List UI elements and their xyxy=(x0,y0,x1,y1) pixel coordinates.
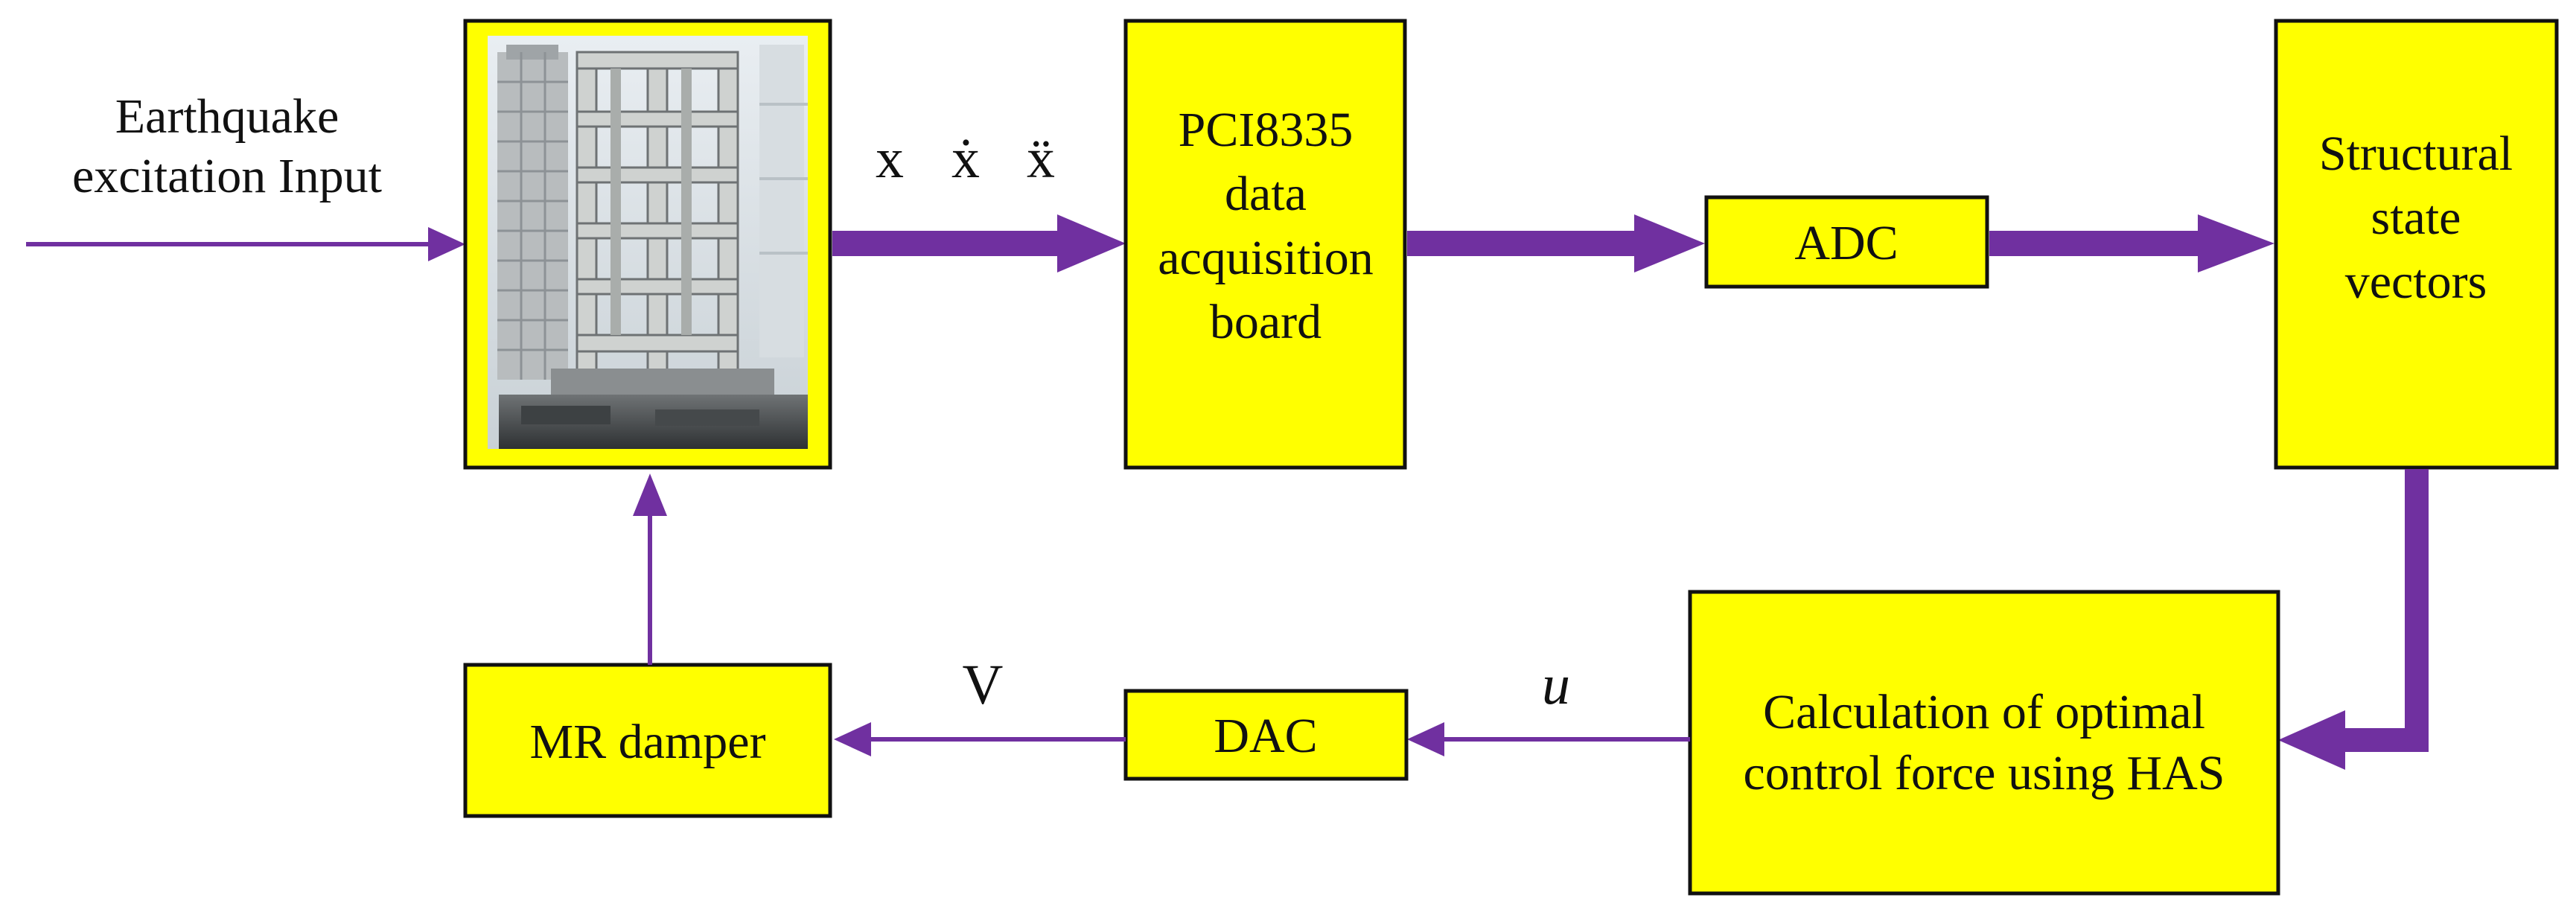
arrow-dac-to-mr xyxy=(834,722,1126,756)
control-signal-label: u xyxy=(1542,654,1570,716)
state-line2: state xyxy=(2371,191,2461,245)
state-signals-label: x ẋ ẍ xyxy=(876,127,1055,190)
calc-line2: control force using HAS xyxy=(1743,746,2225,800)
arrow-structure-to-pci xyxy=(832,214,1126,272)
arrow-mr-to-structure xyxy=(633,474,667,665)
arrow-adc-to-state xyxy=(1989,214,2274,272)
pci-line1: PCI8335 xyxy=(1179,103,1354,157)
pci-line2: data xyxy=(1225,167,1307,221)
mr-damper-box: MR damper xyxy=(463,663,832,818)
state-vectors-box: Structural state vectors xyxy=(2274,19,2559,470)
state-line3: vectors xyxy=(2345,255,2487,309)
voltage-signal-label: V xyxy=(963,654,1004,716)
adc-label: ADC xyxy=(1794,216,1898,270)
pci-line3: acquisition xyxy=(1158,231,1374,285)
velocity-symbol: ẋ xyxy=(951,127,980,190)
arrow-state-to-calc xyxy=(2278,469,2429,770)
adc-box: ADC xyxy=(1704,195,1989,289)
acceleration-symbol: ẍ xyxy=(1027,127,1055,190)
earthquake-input-label: Earthquake excitation Input xyxy=(72,89,382,203)
arrow-pci-to-adc xyxy=(1407,214,1705,272)
input-arrow xyxy=(26,227,465,261)
building-model-photo xyxy=(488,36,808,449)
structure-box xyxy=(463,19,832,470)
mr-damper-label: MR damper xyxy=(529,715,765,769)
calc-line1: Calculation of optimal xyxy=(1763,685,2205,739)
earthquake-input-line1: Earthquake xyxy=(115,89,339,144)
dac-box: DAC xyxy=(1123,689,1409,781)
state-line1: Structural xyxy=(2319,127,2513,181)
pci8335-box: PCI8335 data acquisition board xyxy=(1123,19,1407,470)
arrow-calc-to-dac xyxy=(1407,722,1690,756)
dac-label: DAC xyxy=(1214,709,1317,763)
calculation-box: Calculation of optimal control force usi… xyxy=(1688,590,2280,896)
displacement-symbol: x xyxy=(876,127,904,190)
earthquake-input-line2: excitation Input xyxy=(72,149,382,203)
pci-line4: board xyxy=(1210,295,1322,349)
